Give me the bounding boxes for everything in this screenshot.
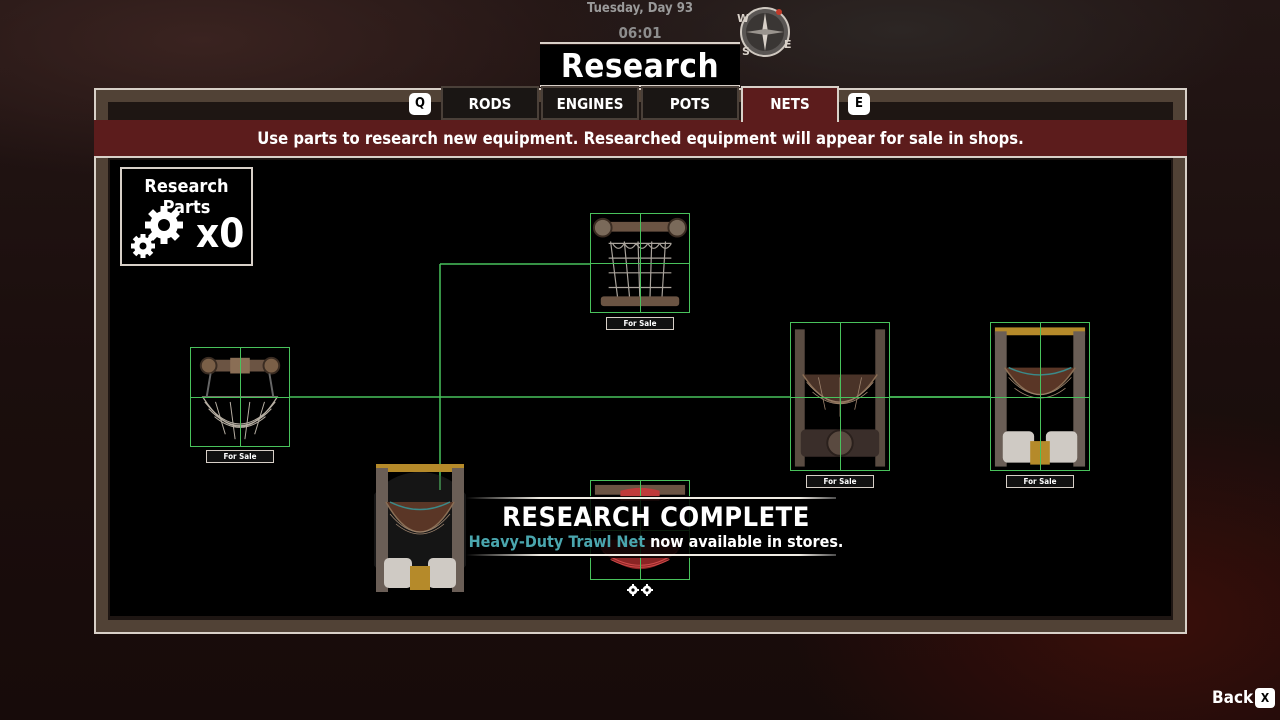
instruction-banner: Use parts to research new equipment. Res… xyxy=(94,120,1187,158)
gears-icon xyxy=(131,206,183,258)
toast-border-bottom xyxy=(466,554,836,556)
tab-engines[interactable]: ENGINES xyxy=(541,86,639,120)
compass-w: W xyxy=(737,12,749,25)
back-button[interactable]: Back xyxy=(1212,688,1254,708)
toast-suffix: now available in stores. xyxy=(645,532,844,551)
gear-cost-icon xyxy=(627,584,653,596)
net-node-basic[interactable] xyxy=(190,347,290,447)
toast-message: Heavy-Duty Trawl Net now available in st… xyxy=(466,532,846,551)
for-sale-badge: For Sale xyxy=(206,450,274,463)
toast-border-top xyxy=(466,497,836,499)
back-key[interactable]: X xyxy=(1255,688,1275,708)
trawl-net-icon xyxy=(199,356,281,440)
for-sale-badge: For Sale xyxy=(806,475,874,488)
toast-heading: RESEARCH COMPLETE xyxy=(502,502,810,533)
instruction-text: Use parts to research new equipment. Res… xyxy=(257,129,1024,148)
tab-nets[interactable]: NETS xyxy=(741,86,839,122)
research-parts-panel: Research Parts xyxy=(120,167,253,266)
toast-item-name: Heavy-Duty Trawl Net xyxy=(468,532,646,551)
time-label: 06:01 xyxy=(618,24,662,42)
page-title: Research xyxy=(560,46,720,85)
tab-pots[interactable]: POTS xyxy=(641,86,739,120)
research-parts-count: x0 xyxy=(196,211,245,257)
clock-divider xyxy=(540,42,740,44)
prev-tab-key[interactable]: Q xyxy=(409,93,431,115)
net-node-winch[interactable] xyxy=(990,322,1090,471)
net-node-heavy[interactable] xyxy=(790,322,890,471)
title-banner: Research xyxy=(540,45,740,87)
research-complete-toast: RESEARCH COMPLETE Heavy-Duty Trawl Net n… xyxy=(374,462,844,596)
toast-backdrop xyxy=(464,496,844,558)
tab-rods[interactable]: RODS xyxy=(441,86,539,120)
compass-icon: W S E xyxy=(693,3,794,59)
day-label: Tuesday, Day 93 xyxy=(587,1,693,16)
clock: Tuesday, Day 93 06:01 xyxy=(540,0,740,46)
for-sale-badge: For Sale xyxy=(1006,475,1074,488)
compass-e: E xyxy=(784,38,792,51)
heavy-duty-trawl-net-icon xyxy=(374,464,466,592)
net-node-crab[interactable] xyxy=(590,213,690,313)
next-tab-key[interactable]: E xyxy=(848,93,870,115)
for-sale-badge: For Sale xyxy=(606,317,674,330)
compass-s: S xyxy=(742,45,750,58)
